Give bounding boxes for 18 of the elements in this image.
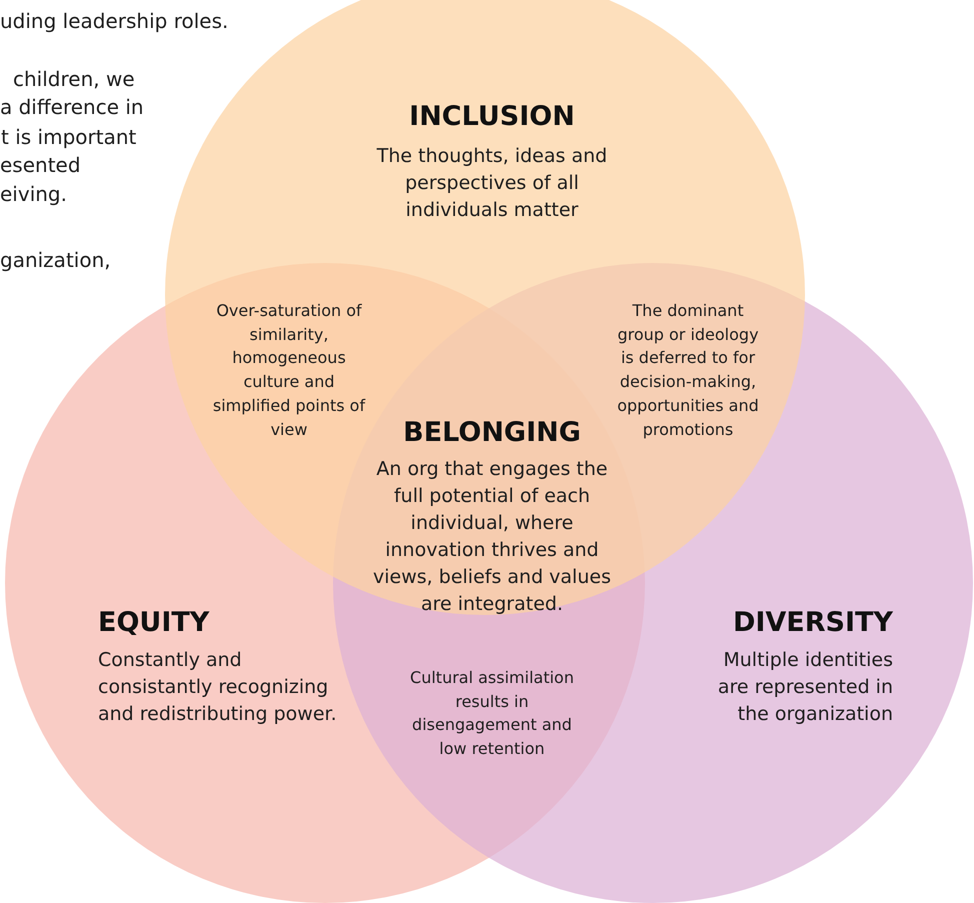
circle-description: Multiple identities are represented in the organization xyxy=(716,648,893,727)
overlap-heading: BELONGING xyxy=(402,417,582,449)
paragraph-fragment: children, we xyxy=(13,66,135,92)
paragraph-fragment: a difference in xyxy=(0,94,144,120)
overlap-description: Cultural assimilation results in disengagement and low retention xyxy=(409,667,575,760)
overlap-description: The dominant group or ideology is deferred to for decision-making, opportunities and promotions xyxy=(616,300,760,441)
overlap-description: An org that engages the full potential of each individual, where innovation thrives and views, beliefs and values are integrated. xyxy=(372,457,612,617)
circle-heading: INCLUSION xyxy=(408,101,576,133)
paragraph-fragment: esented xyxy=(0,152,81,178)
circle-description: The thoughts, ideas and perspectives of all individuals matter xyxy=(376,144,608,223)
circle-heading: DIVERSITY xyxy=(732,607,893,639)
paragraph-fragment: uding leadership roles. xyxy=(0,8,228,34)
circle-description: Constantly and consistantly recognizing and redistributing power. xyxy=(98,648,338,727)
paragraph-fragment: ganization, xyxy=(0,247,111,273)
paragraph-fragment: eiving. xyxy=(0,181,67,207)
overlap-description: Over-saturation of similarity, homogeneous culture and simplified points of view xyxy=(212,300,366,441)
circle-heading: EQUITY xyxy=(98,607,210,639)
paragraph-fragment: t is important xyxy=(1,124,136,150)
